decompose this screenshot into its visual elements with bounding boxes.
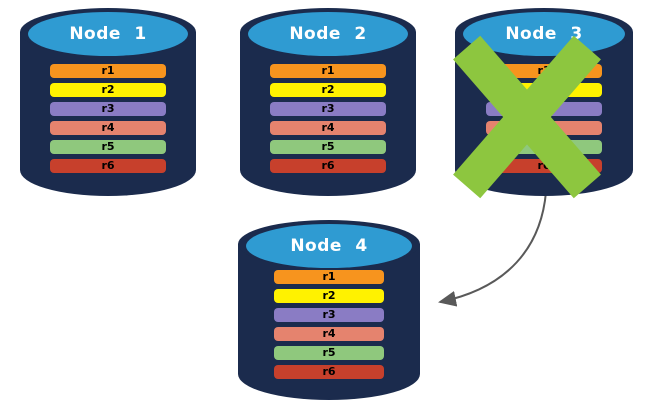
cylinder-top: Node 1 bbox=[28, 12, 188, 56]
record-bar-r3: r3 bbox=[270, 102, 386, 116]
record-bar-r1: r1 bbox=[270, 64, 386, 78]
record-bar-r5: r5 bbox=[270, 140, 386, 154]
record-bar-r3: r3 bbox=[50, 102, 166, 116]
node-2: Node 2 r1 r2 r3 r4 r5 r6 bbox=[240, 8, 416, 196]
node-label: Node 3 bbox=[505, 24, 583, 44]
record-bar-r2: r2 bbox=[274, 289, 384, 303]
cylinder-top: Node 4 bbox=[246, 224, 412, 268]
record-list: r1 r2 r3 r4 r5 r6 bbox=[270, 64, 386, 178]
record-list: r1 r2 r3 r4 r5 r6 bbox=[274, 270, 384, 384]
record-bar-r2: r2 bbox=[50, 83, 166, 97]
record-list: r1 r2 r3 r4 r5 r6 bbox=[486, 64, 602, 178]
record-bar-r5: r5 bbox=[486, 140, 602, 154]
node-label: Node 2 bbox=[289, 24, 367, 44]
node-4: Node 4 r1 r2 r3 r4 r5 r6 bbox=[238, 220, 420, 400]
cylinder-top: Node 2 bbox=[248, 12, 408, 56]
record-bar-r4: r4 bbox=[270, 121, 386, 135]
node-label: Node 1 bbox=[69, 24, 147, 44]
record-bar-r1: r1 bbox=[274, 270, 384, 284]
record-bar-r5: r5 bbox=[50, 140, 166, 154]
record-bar-r6: r6 bbox=[274, 365, 384, 379]
record-bar-r3: r3 bbox=[486, 102, 602, 116]
node-3: Node 3 r1 r2 r3 r4 r5 r6 bbox=[453, 8, 633, 199]
record-bar-r2: r2 bbox=[486, 83, 602, 97]
record-bar-r4: r4 bbox=[50, 121, 166, 135]
record-bar-r1: r1 bbox=[50, 64, 166, 78]
record-bar-r2: r2 bbox=[270, 83, 386, 97]
record-bar-r1: r1 bbox=[486, 64, 602, 78]
arrow-curve bbox=[438, 191, 547, 307]
record-bar-r6: r6 bbox=[50, 159, 166, 173]
cylinder-top: Node 3 bbox=[463, 12, 625, 56]
record-bar-r5: r5 bbox=[274, 346, 384, 360]
record-list: r1 r2 r3 r4 r5 r6 bbox=[50, 64, 166, 178]
node-label: Node 4 bbox=[290, 236, 368, 256]
record-bar-r4: r4 bbox=[274, 327, 384, 341]
record-bar-r6: r6 bbox=[486, 159, 602, 173]
node-1: Node 1 r1 r2 r3 r4 r5 r6 bbox=[20, 8, 196, 196]
record-bar-r4: r4 bbox=[486, 121, 602, 135]
record-bar-r6: r6 bbox=[270, 159, 386, 173]
record-bar-r3: r3 bbox=[274, 308, 384, 322]
